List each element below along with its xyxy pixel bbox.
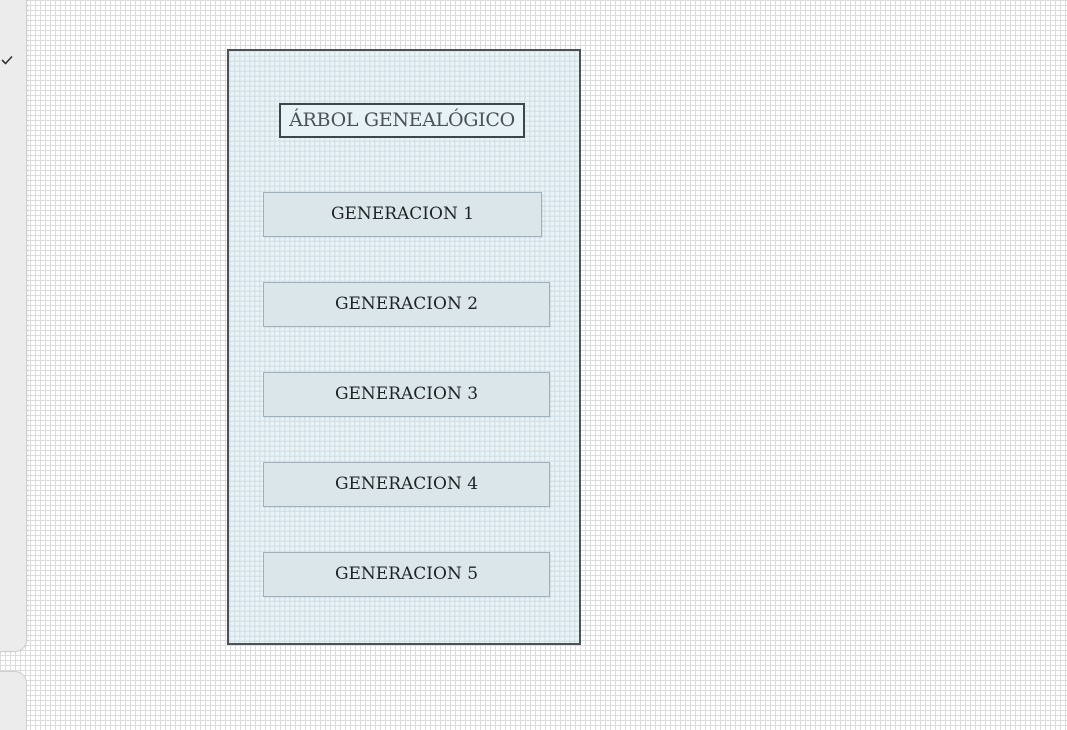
generation-5-button[interactable]: GENERACION 5	[263, 552, 550, 597]
generation-4-button[interactable]: GENERACION 4	[263, 462, 550, 507]
generation-1-button[interactable]: GENERACION 1	[263, 192, 542, 237]
left-side-panel	[0, 0, 27, 652]
family-tree-frame: ÁRBOL GENEALÓGICO GENERACION 1 GENERACIO…	[227, 49, 581, 645]
check-icon[interactable]	[1, 54, 13, 66]
tree-title[interactable]: ÁRBOL GENEALÓGICO	[279, 103, 525, 138]
generation-3-button[interactable]: GENERACION 3	[263, 372, 550, 417]
generation-2-button[interactable]: GENERACION 2	[263, 282, 550, 327]
left-side-panel-lower	[0, 671, 27, 730]
